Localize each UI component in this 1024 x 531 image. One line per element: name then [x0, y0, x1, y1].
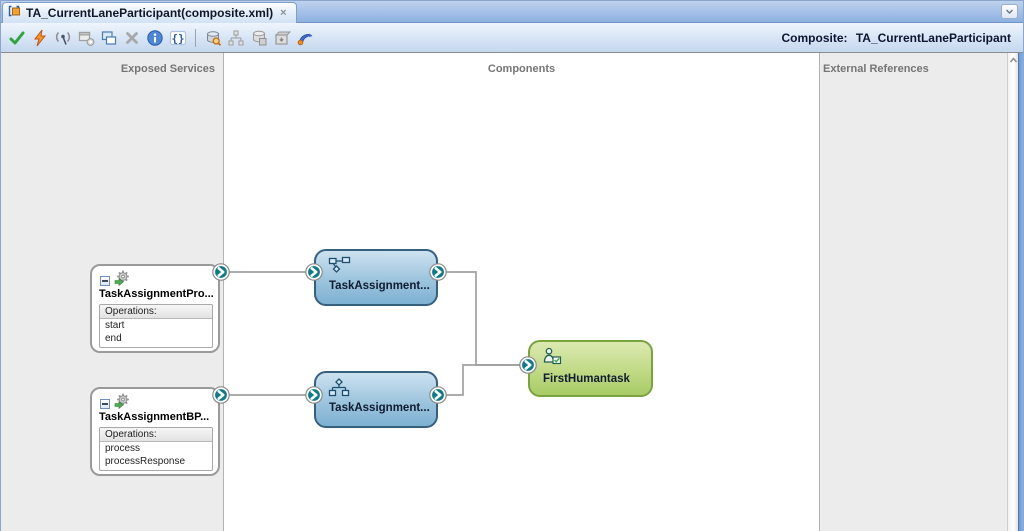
operation-item: processResponse — [105, 456, 186, 467]
operations-header: Operations: — [100, 305, 212, 319]
service-header — [100, 270, 131, 291]
chevron-down-icon — [1005, 9, 1014, 15]
tab-title: TA_CurrentLaneParticipant(composite.xml) — [26, 6, 274, 20]
source-braces-icon[interactable]: {} — [168, 29, 188, 47]
operations-header: Operations: — [100, 428, 212, 442]
operations-panel: Operations: process processResponse — [99, 427, 213, 471]
windows-icon[interactable] — [99, 29, 119, 47]
component-input-connector[interactable] — [519, 356, 537, 374]
composite-toolbar: {} — [1, 23, 1023, 53]
bpmn-process-icon — [328, 378, 350, 402]
operation-item: end — [105, 333, 122, 344]
component-title: TaskAssignment... — [329, 280, 430, 292]
toolbar-separator — [195, 28, 196, 47]
editor-tab-bar: TA_CurrentLaneParticipant(composite.xml)… — [1, 1, 1023, 23]
composite-name: TA_CurrentLaneParticipant — [855, 30, 1011, 45]
refresh-swoosh-icon[interactable] — [295, 29, 315, 47]
human-task-icon — [542, 347, 564, 372]
info-icon[interactable] — [145, 29, 165, 47]
add-window-icon[interactable] — [76, 29, 96, 47]
collapse-minus-button[interactable] — [100, 398, 110, 409]
database-save-icon[interactable] — [249, 29, 269, 47]
topology-icon[interactable] — [226, 29, 246, 47]
components-header: Components — [487, 63, 556, 75]
component-title: TaskAssignment... — [329, 402, 430, 414]
service-taskassignmentpro[interactable]: TaskAssignmentPro... Operations: start e… — [90, 264, 220, 353]
web-service-gear-icon — [114, 393, 131, 414]
composite-label: Composite: — [781, 30, 848, 45]
component-output-connector[interactable] — [429, 263, 447, 281]
external-references-lane — [819, 53, 1007, 531]
external-references-header: External References — [823, 63, 929, 75]
tab-close-icon[interactable]: × — [280, 7, 287, 19]
database-query-icon[interactable] — [203, 29, 223, 47]
component-output-connector[interactable] — [429, 386, 447, 404]
component-input-connector[interactable] — [305, 386, 323, 404]
service-header — [100, 393, 131, 414]
component-taskassignment-bpel[interactable]: TaskAssignment... — [314, 249, 438, 306]
collapse-minus-button[interactable] — [100, 275, 110, 286]
component-input-connector[interactable] — [305, 263, 323, 281]
archive-icon[interactable] — [272, 29, 292, 47]
service-title: TaskAssignmentPro... — [99, 288, 214, 300]
window-edge — [1018, 53, 1024, 531]
component-title: FirstHumantask — [543, 373, 630, 385]
exposed-services-header: Exposed Services — [120, 63, 215, 75]
service-taskassignmentbp[interactable]: TaskAssignmentBP... Operations: process … — [90, 387, 220, 476]
bpel-process-icon — [328, 256, 352, 280]
deploy-antenna-icon[interactable] — [53, 29, 73, 47]
vertical-scrollbar[interactable] — [1007, 53, 1018, 531]
operation-item: process — [105, 443, 141, 454]
svg-text:{}: {} — [171, 32, 184, 45]
make-icon[interactable] — [30, 29, 50, 47]
composite-file-icon — [7, 4, 21, 23]
delete-icon[interactable] — [122, 29, 142, 47]
service-title: TaskAssignmentBP... — [99, 411, 210, 423]
validate-icon[interactable] — [7, 29, 27, 47]
tab-composite-xml[interactable]: TA_CurrentLaneParticipant(composite.xml)… — [2, 2, 297, 23]
scrollbar-up-icon[interactable] — [1008, 55, 1019, 67]
web-service-gear-icon — [114, 270, 131, 291]
operation-item: start — [105, 320, 125, 331]
operations-panel: Operations: start end — [99, 304, 213, 348]
component-taskassignment-bpmn[interactable]: TaskAssignment... — [314, 371, 438, 428]
service-endpoint-connector[interactable] — [212, 263, 230, 281]
tab-overflow-button[interactable] — [1001, 4, 1018, 19]
composite-info: Composite: TA_CurrentLaneParticipant — [782, 31, 1015, 45]
composite-design-canvas[interactable]: Exposed Services Components External Ref… — [1, 53, 1024, 531]
service-endpoint-connector[interactable] — [212, 386, 230, 404]
component-firsthumantask[interactable]: FirstHumantask — [528, 340, 653, 397]
